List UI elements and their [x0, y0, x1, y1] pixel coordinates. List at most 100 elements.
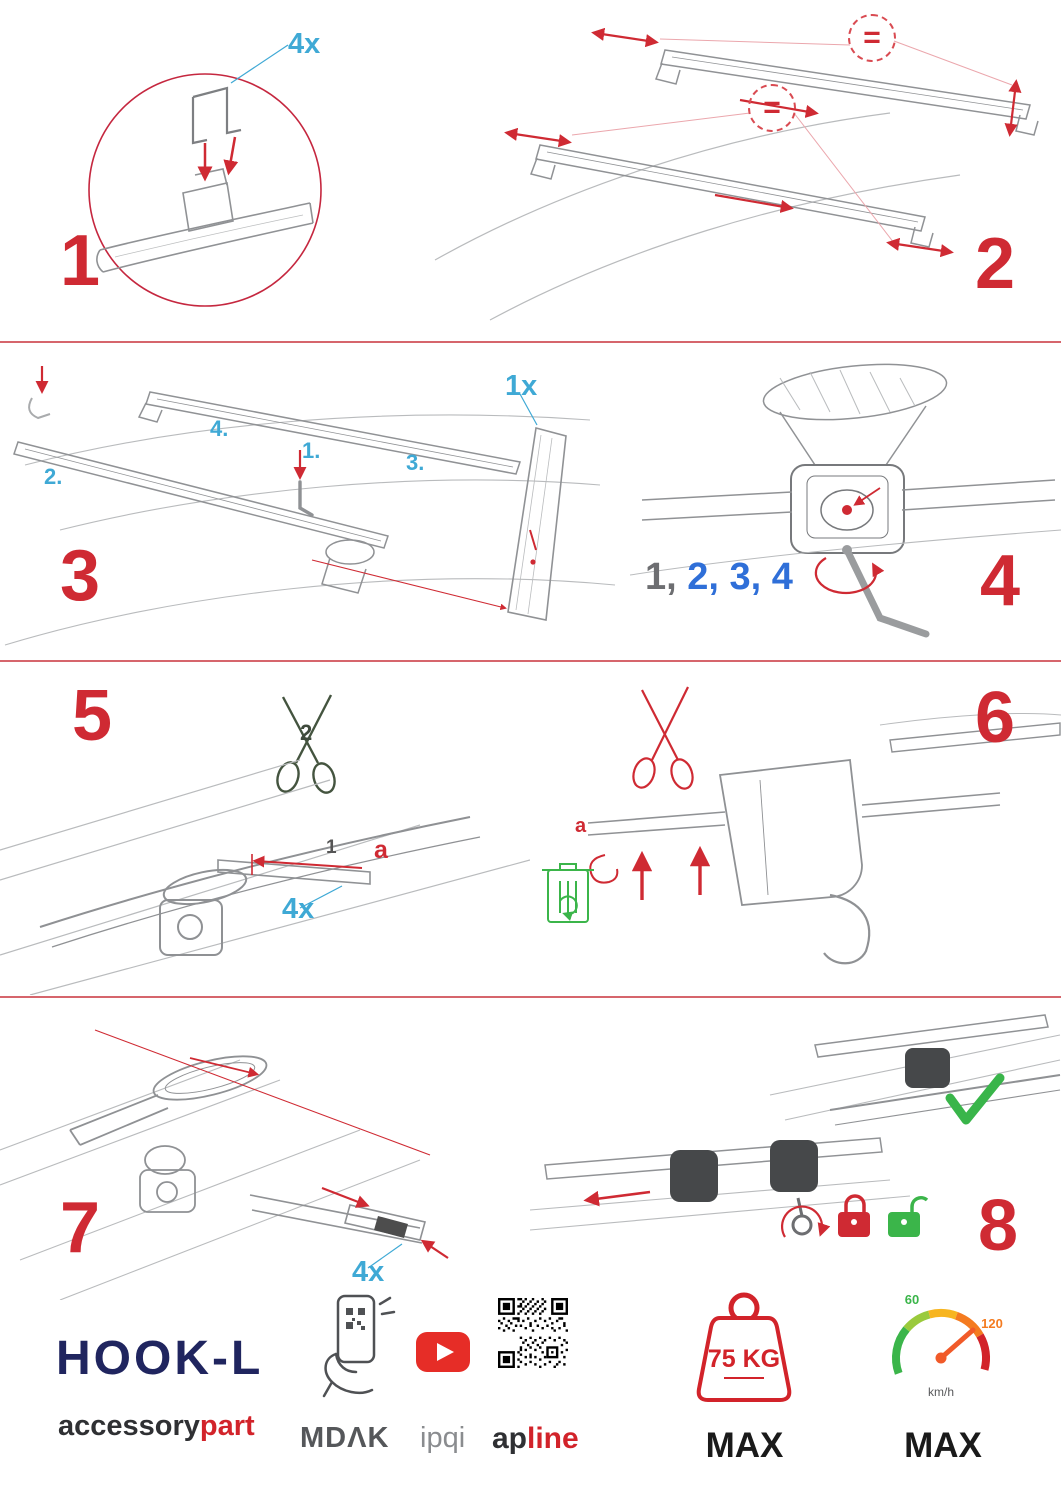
- section-divider-3: [0, 996, 1061, 998]
- brand-mdak: MDΛK: [300, 1422, 390, 1454]
- product-name: HOOK-L: [56, 1332, 264, 1385]
- crossbars: [530, 49, 1039, 248]
- foot-bracket: [718, 712, 1061, 965]
- equal-sign: =: [763, 91, 781, 124]
- clamp-body: [790, 464, 905, 554]
- sequence-first: 1,: [645, 556, 677, 598]
- equal-sign: =: [863, 21, 881, 54]
- step5-illustration: [0, 694, 530, 995]
- step5-pull-label: 1: [326, 837, 337, 858]
- roof-outline: [0, 759, 530, 995]
- qty-pointer-line: [367, 1243, 403, 1269]
- scissors-icon: [276, 694, 336, 794]
- step1-qty-label: 4x: [288, 28, 321, 60]
- qty-pointer-line: [299, 885, 343, 909]
- step4-number: 4: [980, 541, 1020, 621]
- trash-bin-icon: [542, 863, 594, 923]
- step5-cut-label: 2: [300, 720, 313, 745]
- rail-clamp: [39, 816, 481, 956]
- bar-end-opening: [69, 1055, 268, 1213]
- brand-ipqi: ipqi: [420, 1422, 466, 1454]
- speedometer-icon: 60 120 km/h: [891, 1292, 1003, 1399]
- scissors-icon: [632, 686, 694, 790]
- section-divider-2: [0, 660, 1061, 662]
- brand-apline: apline: [492, 1424, 579, 1454]
- brand-accessory-text: accessory: [58, 1410, 200, 1442]
- weight-max-label: MAX: [705, 1426, 784, 1465]
- detail-circle: [88, 73, 322, 307]
- roof-outline: [434, 112, 961, 321]
- key-icon: [791, 1214, 813, 1236]
- equal-symbol-mid: =: [748, 84, 796, 132]
- speed-unit-label: km/h: [928, 1385, 954, 1399]
- step3-number: 3: [60, 536, 100, 616]
- qty-pointer-line: [230, 44, 289, 84]
- crossbars: [13, 391, 521, 594]
- qr-code: [498, 1298, 568, 1368]
- step3-illustration: [4, 366, 616, 646]
- speed-max-label: MAX: [904, 1426, 982, 1465]
- equal-spacing-arrows: [504, 27, 1022, 258]
- push-up-arrows: [631, 845, 711, 900]
- step3-order-3: 3.: [406, 450, 425, 475]
- step6-end-label: a: [575, 815, 587, 837]
- step3-order-4: 4.: [210, 416, 229, 441]
- cut-off-piece: [589, 854, 619, 884]
- strap-pointer-line: [311, 559, 507, 611]
- dimension-guides: [571, 38, 1013, 244]
- step3-qty-label: 1x: [505, 370, 538, 402]
- speed-max-tick-label: 120: [981, 1316, 1003, 1331]
- tighten-arrows: [814, 487, 885, 595]
- step5-qty-label: 4x: [282, 893, 315, 925]
- step4-illustration: [630, 363, 1061, 638]
- phone-qr-scan-icon: [322, 1294, 396, 1398]
- brand-part-text: part: [199, 1410, 255, 1442]
- step2-illustration: [434, 27, 1039, 321]
- padlock-closed-icon: [838, 1194, 870, 1237]
- locking-detail: [530, 1137, 911, 1238]
- step7-qty-label: 4x: [352, 1256, 385, 1288]
- allen-key-icon: [293, 450, 314, 517]
- step1-number: 1: [60, 221, 100, 301]
- padlock-open-icon: [888, 1195, 929, 1237]
- u-bracket-part: [191, 86, 242, 145]
- step7-illustration: [0, 1029, 449, 1300]
- brand-line-text: line: [527, 1422, 579, 1455]
- gauge-needle: [938, 1327, 976, 1361]
- sight-line: [94, 1029, 431, 1156]
- step8-illustration: [530, 1014, 1061, 1238]
- hook-start-mark: [28, 366, 51, 420]
- bar-top-view: [762, 363, 948, 466]
- equal-symbol-top: =: [848, 14, 896, 62]
- allen-key-icon: [842, 545, 930, 638]
- roof-outline: [4, 414, 616, 646]
- crossbar-profile: [96, 168, 314, 273]
- step3-order-1: 1.: [302, 438, 321, 463]
- youtube-icon: [416, 1332, 470, 1372]
- weight-max-icon: 75 KG: [696, 1292, 792, 1402]
- sequence-rest: 2, 3, 4: [687, 556, 793, 598]
- strap-cone-part: [507, 426, 567, 621]
- step3-order-2: 2.: [44, 464, 63, 489]
- step6-illustration: [542, 686, 1061, 965]
- roof-outline: [0, 1059, 421, 1300]
- step5-end-label: a: [374, 836, 388, 864]
- step4-sequence: 1, 2, 3, 4: [645, 558, 793, 596]
- speed-min-label: 60: [905, 1292, 919, 1307]
- step1-illustration: [88, 44, 322, 307]
- step2-number: 2: [975, 224, 1015, 304]
- weight-value: 75 KG: [708, 1345, 780, 1373]
- step7-number: 7: [60, 1188, 100, 1268]
- insert-cover-arrow: [189, 1057, 260, 1078]
- brand-accessorypart: accessorypart: [58, 1412, 255, 1441]
- qty-pointer-line: [519, 393, 538, 426]
- strap-part: [587, 792, 1001, 836]
- checkmark-icon: [945, 1073, 1005, 1125]
- step5-number: 5: [72, 676, 112, 756]
- insert-arrows: [197, 136, 239, 182]
- mounted-bar-check: [814, 1014, 1061, 1126]
- section-divider-1: [0, 341, 1061, 343]
- brand-ap-text: ap: [492, 1422, 528, 1455]
- step8-number: 8: [978, 1186, 1018, 1266]
